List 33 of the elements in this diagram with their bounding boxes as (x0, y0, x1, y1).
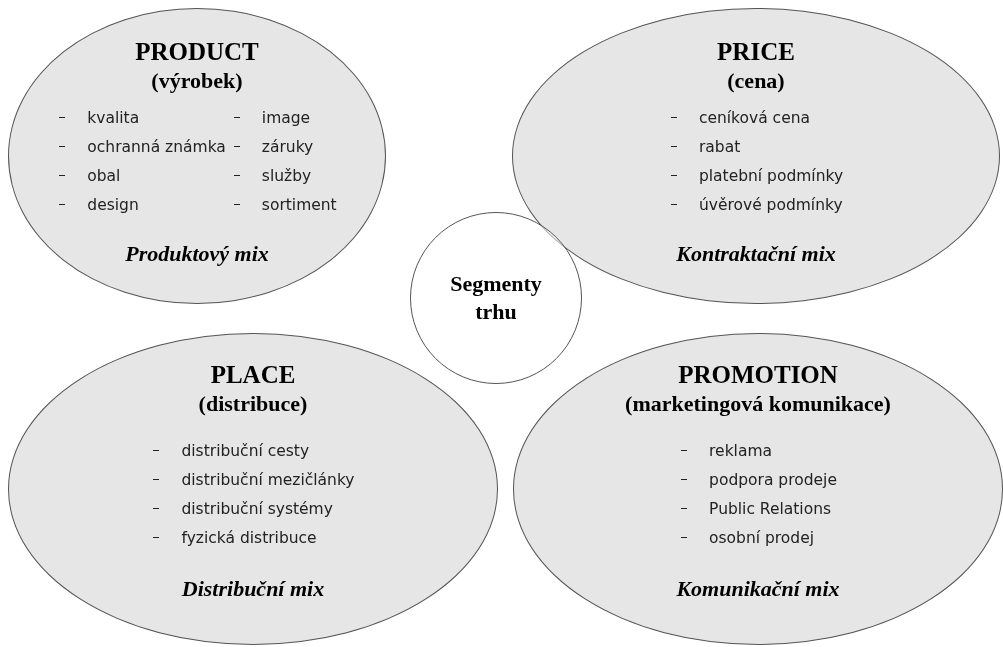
list-item: design (87, 195, 139, 214)
list-item: image (261, 108, 311, 127)
subheading: (marketingová komunikace) (625, 390, 891, 418)
heading: PRICE (717, 37, 795, 67)
mix-label: Komunikační mix (676, 576, 840, 602)
list-item: sortiment (261, 195, 337, 214)
mix-label: Kontraktační mix (676, 241, 836, 267)
list-item: služby (261, 166, 312, 185)
list-item: distribuční systémy (181, 499, 333, 518)
list-item: podpora prodeje (709, 470, 837, 489)
list-item: záruky (261, 137, 314, 156)
list-item: distribuční cesty (181, 441, 310, 460)
mix-label: Distribuční mix (181, 576, 325, 602)
center-label: Segmenty trhu (449, 270, 543, 326)
mix-label: Produktový mix (125, 241, 269, 267)
list-item: osobní prodej (709, 528, 815, 547)
heading: PLACE (210, 360, 296, 390)
list-item: distribuční mezičlánky (181, 470, 355, 489)
list-item: ochranná známka (87, 137, 226, 156)
list-item: platební podmínky (698, 166, 844, 185)
heading: PRODUCT (135, 37, 259, 67)
subheading: (distribuce) (198, 390, 308, 418)
list-item: Public Relations (709, 499, 832, 518)
list-item: kvalita (87, 108, 140, 127)
subheading: (cena) (727, 67, 785, 95)
list-item: rabat (698, 137, 741, 156)
list-item: úvěrové podmínky (698, 195, 843, 214)
list-item: ceníková cena (698, 108, 810, 127)
list-item: obal (87, 166, 121, 185)
list-item: reklama (709, 441, 772, 460)
heading: PROMOTION (678, 360, 838, 390)
list-item: fyzická distribuce (181, 528, 317, 547)
subheading: (výrobek) (151, 67, 243, 95)
